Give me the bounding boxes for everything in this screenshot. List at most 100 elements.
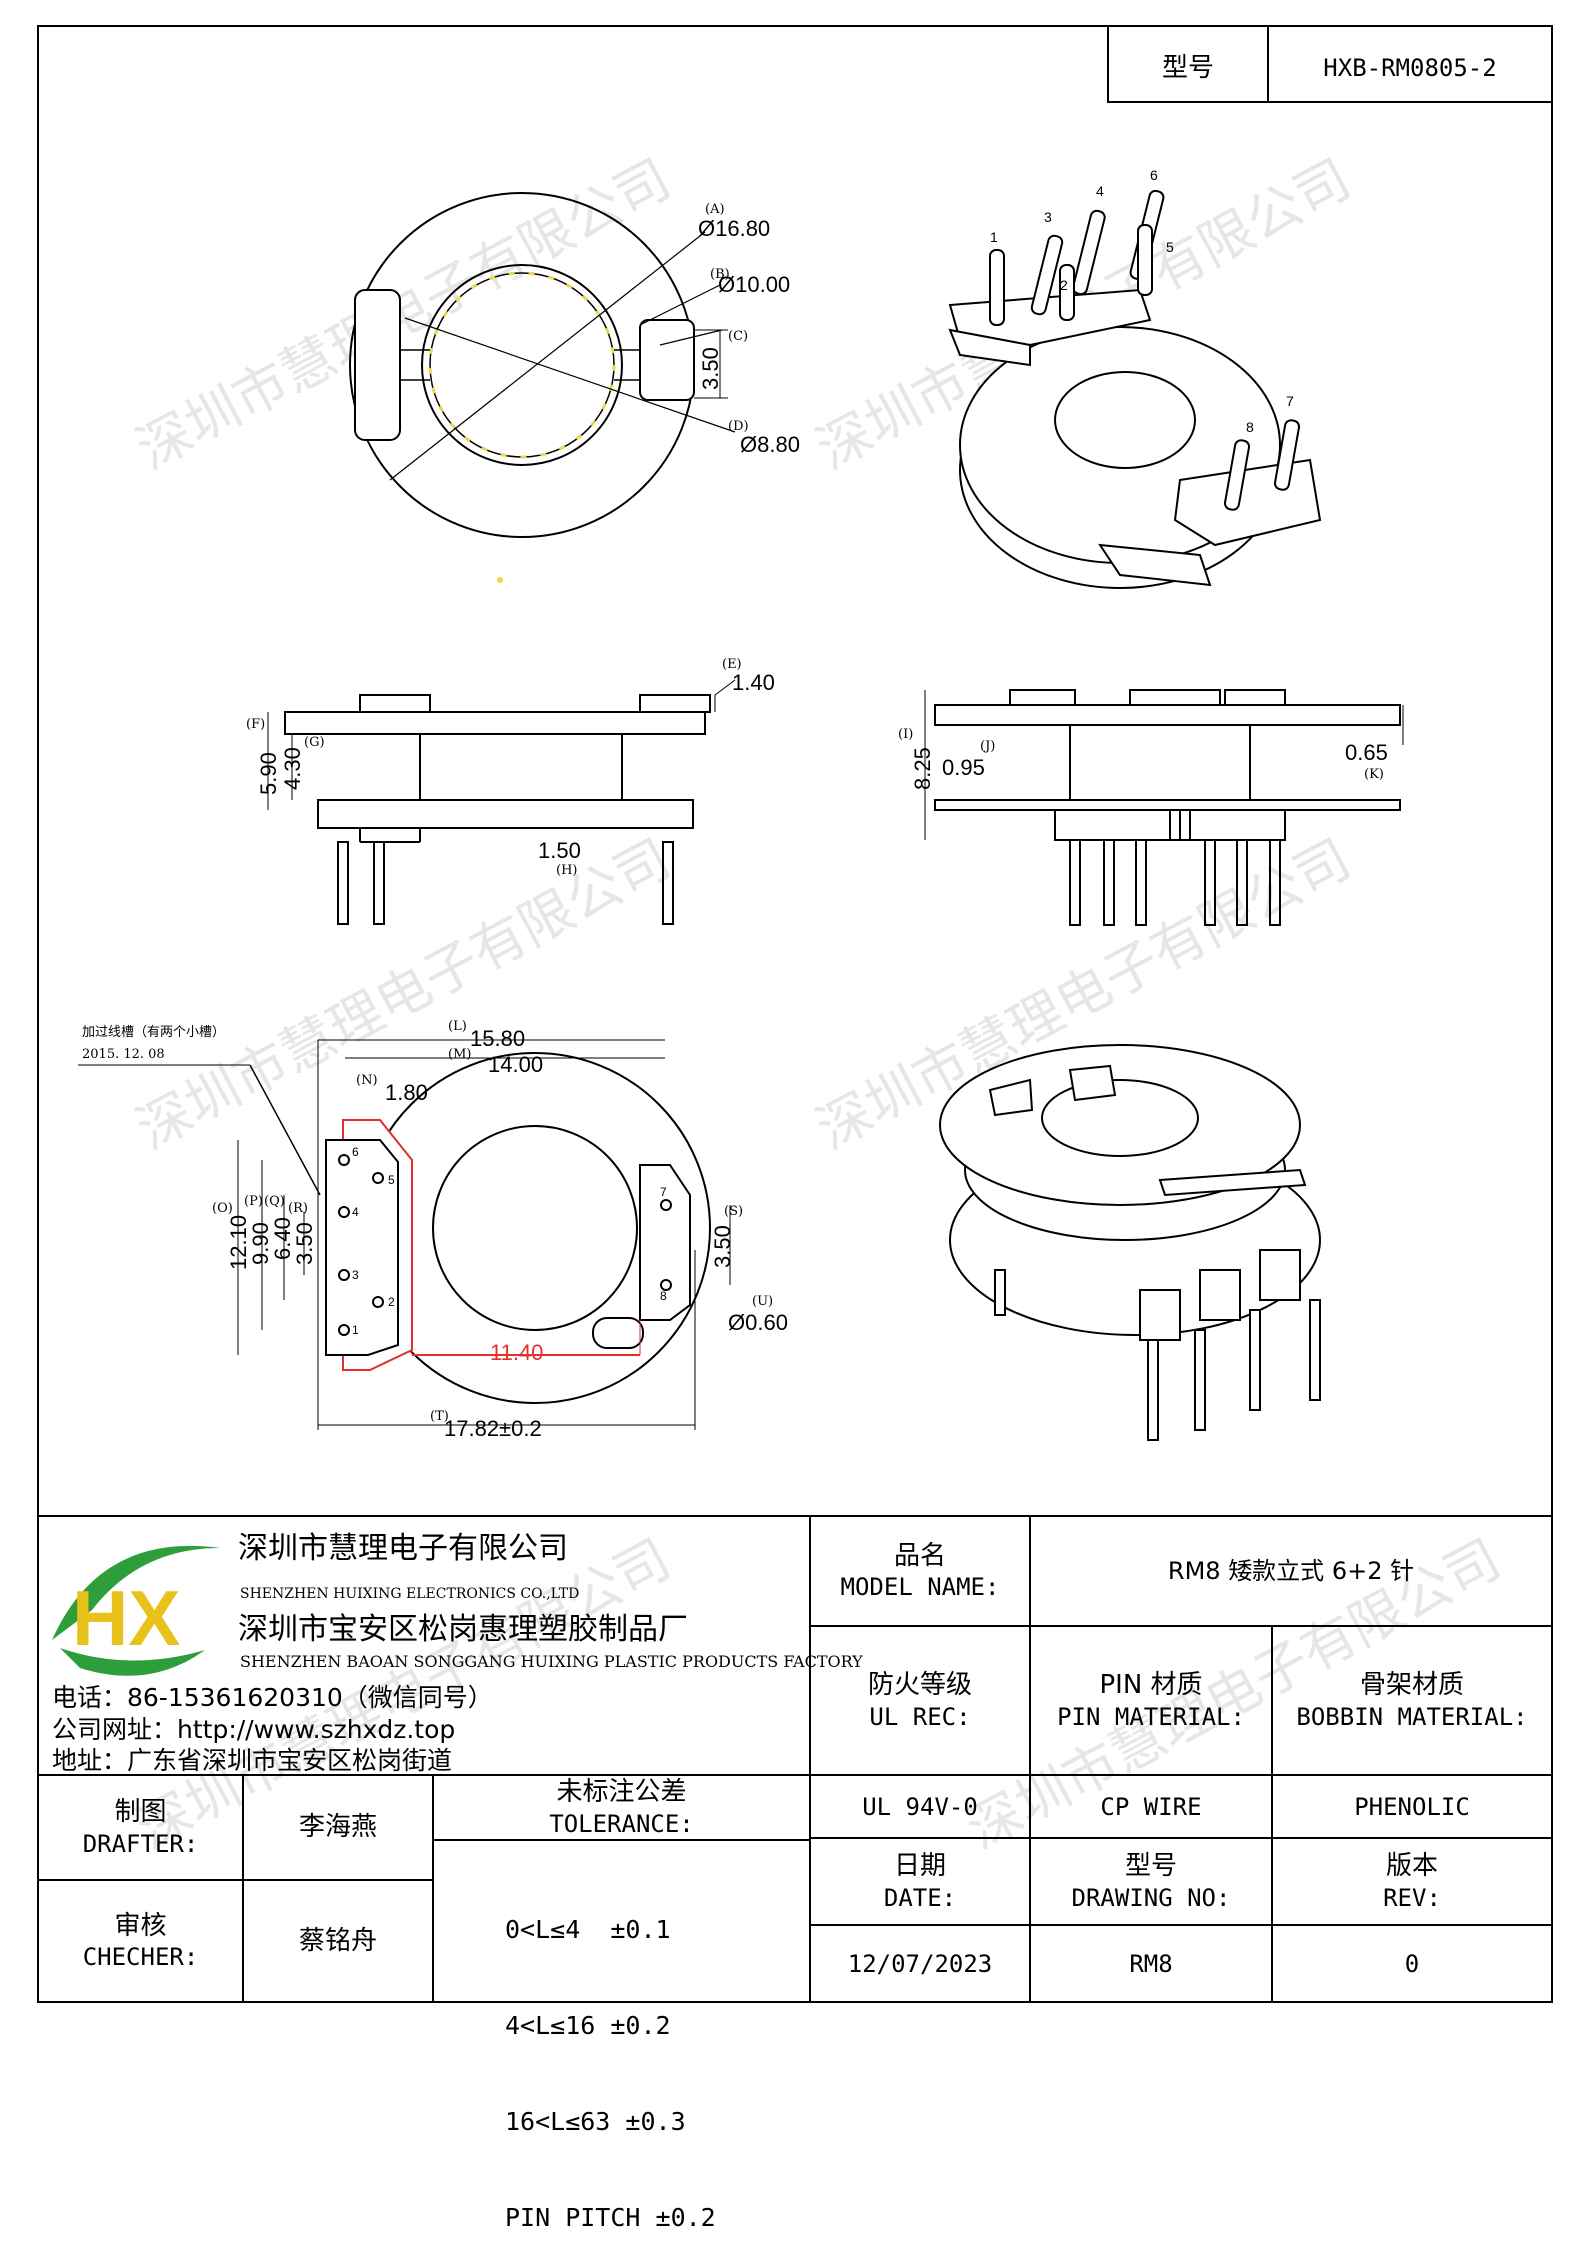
note-line-2: 2015. 12. 08 bbox=[82, 1047, 165, 1062]
dim-label-q: (Q) bbox=[264, 1194, 285, 1209]
bottom-pin-label-3: 3 bbox=[352, 1268, 359, 1282]
ul-value-cell: UL 94V-0 bbox=[810, 1775, 1030, 1838]
rev-label-cell: 版本 REV: bbox=[1272, 1838, 1552, 1925]
iso2-pin bbox=[1147, 1339, 1159, 1441]
dim-value-t: 17.82±0.2 bbox=[444, 1416, 542, 1441]
dim-label-m: (M) bbox=[448, 1047, 471, 1062]
ul-rec-en: UL REC: bbox=[869, 1702, 971, 1731]
factory-name-cn: 深圳市宝安区松岗惠理塑胶制品厂 bbox=[238, 1612, 688, 1647]
iso-pin-7 bbox=[1273, 419, 1301, 491]
front-view-dimensions: (I) 8.25 (J) 0.95 0.65 (K) bbox=[898, 727, 1388, 790]
dim-value-red: 11.40 bbox=[490, 1340, 543, 1365]
pin-value-cell: CP WIRE bbox=[1030, 1775, 1272, 1838]
iso-top-bore bbox=[1054, 371, 1196, 469]
dim-value-b: Ø10.00 bbox=[718, 272, 790, 297]
front-bottom-flange bbox=[934, 799, 1401, 811]
iso-pin-8 bbox=[1223, 439, 1251, 511]
drafter-cn: 制图 bbox=[114, 1797, 167, 1828]
dim-label-r: (R) bbox=[288, 1201, 308, 1216]
company-logo: HX bbox=[52, 1545, 220, 1676]
iso-pin-label-1: 1 bbox=[990, 229, 998, 245]
iso2-pin bbox=[1194, 1329, 1206, 1431]
iso-pin-5 bbox=[1137, 224, 1153, 296]
dim-label-j: (J) bbox=[980, 739, 995, 754]
dim-value-c: 3.50 bbox=[698, 347, 723, 390]
ul-value: UL 94V-0 bbox=[862, 1792, 978, 1821]
dim-value-q: 6.40 bbox=[270, 1217, 295, 1260]
iso-pin-label-7: 7 bbox=[1286, 393, 1294, 409]
checker-name: 蔡铭舟 bbox=[298, 1925, 377, 1956]
drawing-no-label-cell: 型号 DRAWING NO: bbox=[1030, 1838, 1272, 1925]
company-name-en: SHENZHEN HUIXING ELECTRONICS CO.,LTD bbox=[240, 1586, 580, 1602]
drawing-sheet: 型号 HXB-RM0805-2 深圳市慧理电子有限公司 深圳市慧理电子有限公司 … bbox=[37, 25, 1553, 2003]
rev-cn: 版本 bbox=[1385, 1851, 1438, 1882]
checker-label-cell: 审核 CHECHER: bbox=[38, 1880, 243, 2002]
side-view bbox=[267, 679, 736, 925]
dim-label-s: (S) bbox=[724, 1204, 743, 1219]
header-model-box: 型号 HXB-RM0805-2 bbox=[1107, 25, 1553, 103]
bottom-inner-circle bbox=[432, 1125, 638, 1331]
drawing-no-value: RM8 bbox=[1129, 1949, 1173, 1978]
bottom-pin-label-8: 8 bbox=[660, 1289, 667, 1303]
iso-pin-label-4: 4 bbox=[1096, 183, 1104, 199]
side-pin-left-2 bbox=[373, 841, 385, 925]
bobbin-material-cn: 骨架材质 bbox=[1359, 1670, 1464, 1701]
dim-label-i: (I) bbox=[898, 727, 913, 742]
bottom-pin-hole-7 bbox=[660, 1199, 672, 1211]
dim-value-s: 3.50 bbox=[710, 1225, 735, 1268]
tolerance-line: 0<L≤4 ±0.1 bbox=[505, 1915, 671, 1944]
bobbin-material-label-cell: 骨架材质 BOBBIN MATERIAL: bbox=[1272, 1626, 1552, 1775]
rev-value-cell: 0 bbox=[1272, 1925, 1552, 2002]
bottom-pin-hole-5 bbox=[372, 1172, 384, 1184]
tolerance-en: TOLERANCE: bbox=[549, 1809, 694, 1838]
company-website[interactable]: 公司网址：http://www.szhxdz.top bbox=[52, 1715, 456, 1744]
bottom-pin-label-5: 5 bbox=[388, 1173, 395, 1187]
rev-value: 0 bbox=[1404, 1949, 1420, 1978]
drafter-label-cell: 制图 DRAFTER: bbox=[38, 1775, 243, 1880]
bobbin-value-cell: PHENOLIC bbox=[1272, 1775, 1552, 1838]
bottom-pin-hole-8 bbox=[660, 1279, 672, 1291]
dim-value-o: 12.10 bbox=[226, 1215, 251, 1270]
dim-value-k: 0.65 bbox=[1345, 740, 1388, 765]
model-name-label-cell: 品名 MODEL NAME: bbox=[810, 1516, 1030, 1626]
date-label-cell: 日期 DATE: bbox=[810, 1838, 1030, 1925]
bottom-pin-label-4: 4 bbox=[352, 1205, 359, 1219]
model-name-value-cell: RM8 矮款立式 6+2 针 bbox=[1030, 1516, 1552, 1626]
bottom-pin-hole-1 bbox=[338, 1324, 350, 1336]
dim-label-d: (D) bbox=[728, 419, 749, 434]
dim-label-o: (O) bbox=[212, 1201, 233, 1216]
date-cn: 日期 bbox=[893, 1851, 946, 1882]
dim-label-t: (T) bbox=[430, 1409, 449, 1424]
drawing-no-cn: 型号 bbox=[1124, 1851, 1177, 1882]
bottom-pin-label-1: 1 bbox=[352, 1323, 359, 1337]
model-name-cn: 品名 bbox=[893, 1540, 946, 1571]
dim-label-f: (F) bbox=[246, 717, 265, 732]
bottom-pin-hole-3 bbox=[338, 1269, 350, 1281]
dim-label-h: (H) bbox=[556, 863, 577, 878]
dim-label-a: (A) bbox=[705, 202, 725, 217]
top-view bbox=[349, 192, 736, 538]
iso-pin-label-2: 2 bbox=[1060, 277, 1068, 293]
pin-material-cn: PIN 材质 bbox=[1099, 1670, 1203, 1701]
dim-value-d: Ø8.80 bbox=[740, 432, 800, 457]
dim-label-b: (B) bbox=[710, 267, 730, 282]
iso-pin-label-5: 5 bbox=[1166, 239, 1174, 255]
tolerance-cn: 未标注公差 bbox=[556, 1777, 687, 1808]
iso-pin-label-6: 6 bbox=[1150, 167, 1158, 183]
iso2-bore bbox=[1041, 1079, 1199, 1157]
company-name-cn: 深圳市慧理电子有限公司 bbox=[238, 1531, 568, 1566]
dim-label-g: (G) bbox=[304, 735, 325, 750]
dim-label-l: (L) bbox=[448, 1019, 467, 1034]
iso-view-bottom bbox=[939, 1044, 1321, 1441]
iso-view-top bbox=[948, 189, 1322, 589]
dim-label-u: (U) bbox=[752, 1294, 773, 1309]
iso-pin-label-8: 8 bbox=[1246, 419, 1254, 435]
dim-value-l: 15.80 bbox=[470, 1026, 525, 1051]
header-model-value: HXB-RM0805-2 bbox=[1323, 54, 1496, 82]
drawing-no-en: DRAWING NO: bbox=[1071, 1883, 1231, 1912]
bottom-pin-label-7: 7 bbox=[660, 1185, 667, 1199]
dim-label-n: (N) bbox=[356, 1073, 378, 1088]
pin-material-en: PIN MATERIAL: bbox=[1057, 1702, 1245, 1731]
bobbin-value: PHENOLIC bbox=[1354, 1792, 1470, 1821]
note-line-1: 加过线槽（有两个小槽） bbox=[82, 1025, 225, 1040]
